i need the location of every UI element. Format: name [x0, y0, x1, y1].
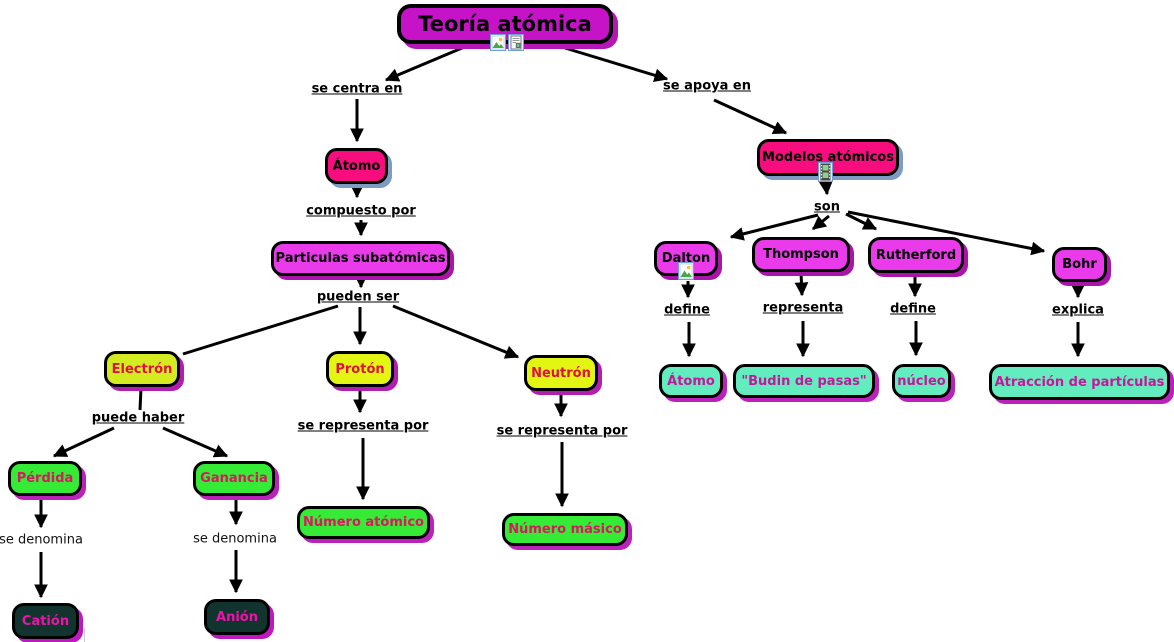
link-son[interactable]: son: [814, 199, 840, 215]
edge-son-dalton: [729, 213, 819, 241]
node-atomo-definido[interactable]: Átomo: [659, 364, 723, 398]
edge-son-rutherford: [845, 212, 878, 231]
node-numero-masico[interactable]: Número másico: [502, 513, 628, 546]
edge-electron-puedehaber: [138, 387, 143, 411]
node-cation[interactable]: Catión: [12, 603, 79, 639]
node-budin-de-pasas[interactable]: "Budin de pasas": [733, 364, 875, 398]
link-pueden-ser[interactable]: pueden ser: [316, 289, 400, 305]
node-anion[interactable]: Anión: [204, 599, 270, 635]
link-explica[interactable]: explica: [1052, 302, 1104, 318]
link-se-denomina-2[interactable]: se denomina: [193, 531, 277, 547]
link-puede-haber[interactable]: puede haber: [91, 410, 185, 426]
node-bohr[interactable]: Bohr: [1052, 247, 1107, 282]
node-rutherford[interactable]: Rutherford: [868, 237, 964, 273]
video-resource-icon[interactable]: [818, 162, 833, 182]
link-define-2[interactable]: define: [890, 301, 936, 317]
edge-puedenser-electron: [182, 304, 339, 356]
node-thompson[interactable]: Thompson: [752, 237, 850, 272]
node-atraccion-de-particulas[interactable]: Atracción de partículas: [989, 364, 1170, 400]
edge-son-thompson: [812, 214, 830, 231]
link-representa[interactable]: representa: [762, 300, 844, 316]
link-compuesto-por[interactable]: compuesto por: [306, 203, 416, 219]
link-se-denomina-1[interactable]: se denomina: [0, 532, 83, 548]
edge-teoria-secentra: [384, 46, 463, 82]
edge-puedenser-neutron: [392, 304, 520, 359]
edge-seapoya-modelos: [713, 98, 788, 135]
edge-puedehaber-ganancia: [162, 426, 229, 458]
node-neutron[interactable]: Neutrón: [524, 355, 598, 391]
link-se-centra-en[interactable]: se centra en: [311, 81, 403, 97]
link-se-representa-por-1[interactable]: se representa por: [297, 418, 429, 434]
edge-son-bohr: [847, 210, 1046, 256]
node-proton[interactable]: Protón: [326, 351, 394, 387]
link-se-representa-por-2[interactable]: se representa por: [496, 423, 628, 439]
node-electron[interactable]: Electrón: [104, 351, 180, 387]
canvas-boundary: [84, 628, 85, 642]
edge-puedehaber-perdida: [52, 426, 115, 458]
image-resource-icon[interactable]: [490, 34, 506, 51]
node-nucleo[interactable]: núcleo: [892, 364, 951, 398]
edge-teoria-seapoya: [564, 46, 669, 82]
node-ganancia[interactable]: Ganancia: [193, 461, 275, 496]
document-resource-icon[interactable]: [508, 34, 524, 51]
node-atomo[interactable]: Átomo: [325, 148, 388, 184]
node-numero-atomico[interactable]: Número atómico: [297, 506, 430, 539]
node-perdida[interactable]: Pérdida: [8, 461, 82, 496]
link-se-apoya-en[interactable]: se apoya en: [663, 78, 751, 94]
image-resource-icon[interactable]: [678, 262, 694, 280]
edge-thompson-representa: [794, 271, 809, 297]
link-define-1[interactable]: define: [664, 302, 710, 318]
node-particulas-subatomicas[interactable]: Particulas subatómicas: [271, 241, 450, 276]
edge-modelos-son: [818, 180, 833, 196]
